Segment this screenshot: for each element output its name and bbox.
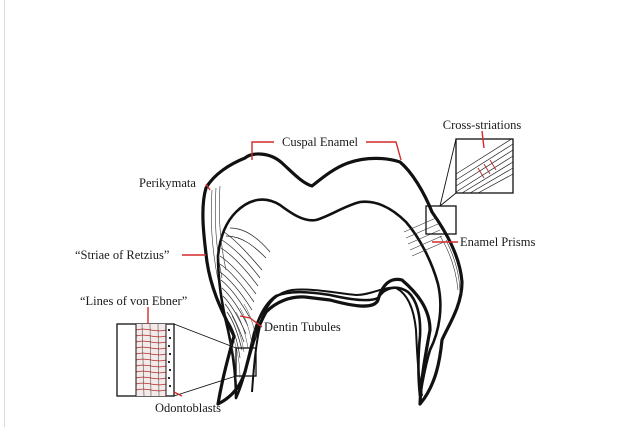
label-cuspal-enamel: Cuspal Enamel xyxy=(282,135,359,149)
von-ebner-callout xyxy=(117,324,174,396)
label-dentin-tubules: Dentin Tubules xyxy=(264,320,341,334)
label-lines-of-von-ebner: “Lines of von Ebner” xyxy=(80,294,187,308)
label-enamel-prisms: Enamel Prisms xyxy=(460,235,535,249)
label-cross-striations: Cross-striations xyxy=(443,118,522,132)
label-striae-of-retzius: “Striae of Retzius” xyxy=(75,248,169,262)
label-leader-lines xyxy=(148,131,484,396)
striae-of-retzius-lines xyxy=(220,228,270,358)
tooth-outer-outline xyxy=(203,154,462,404)
label-odontoblasts: Odontoblasts xyxy=(155,401,221,415)
cross-striations-callout xyxy=(456,138,513,193)
label-perikymata: Perikymata xyxy=(139,176,196,190)
